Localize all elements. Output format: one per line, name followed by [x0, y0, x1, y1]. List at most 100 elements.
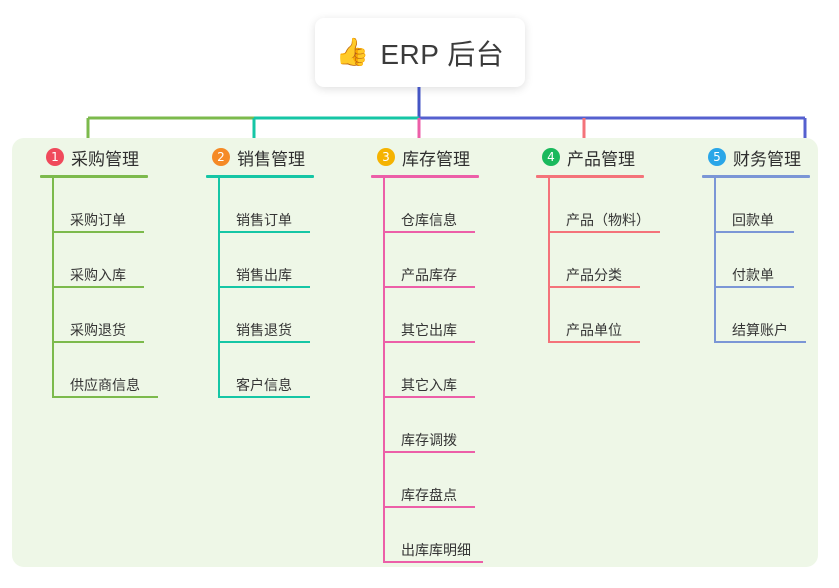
branch-badge-4: 4 [542, 148, 560, 166]
branch-title-3: 库存管理 [402, 149, 470, 169]
leaf-rule [383, 561, 483, 563]
leaf-spine-2 [218, 178, 220, 398]
leaf-label: 客户信息 [236, 377, 292, 393]
leaf-rule [548, 231, 660, 233]
thumbs-up-icon: 👍 [335, 37, 370, 68]
leaf-item[interactable]: 产品分类 [548, 233, 650, 288]
leaf-label: 供应商信息 [70, 377, 140, 393]
leaf-rule [383, 341, 475, 343]
leaf-spine-1 [52, 178, 54, 398]
leaf-list-2: 销售订单销售出库销售退货客户信息 [206, 178, 314, 398]
leaf-item[interactable]: 采购订单 [52, 178, 148, 233]
leaf-spine-3 [383, 178, 385, 563]
leaf-label: 仓库信息 [401, 212, 457, 228]
leaf-item[interactable]: 客户信息 [218, 343, 314, 398]
leaf-item[interactable]: 采购入库 [52, 233, 148, 288]
leaf-label: 其它出库 [401, 322, 457, 338]
leaf-label: 产品（物料） [566, 212, 650, 228]
leaf-label: 出库库明细 [401, 542, 471, 558]
root-node-card[interactable]: 👍 ERP 后台 [315, 18, 525, 87]
leaf-rule [52, 341, 144, 343]
leaf-label: 销售订单 [236, 212, 292, 228]
branch-badge-3: 3 [377, 148, 395, 166]
leaf-item[interactable]: 结算账户 [714, 288, 810, 343]
branch-title-2: 销售管理 [237, 149, 305, 169]
branch-column-1: 1 采购管理采购订单采购入库采购退货供应商信息 [40, 144, 158, 398]
leaf-item[interactable]: 采购退货 [52, 288, 148, 343]
branch-column-5: 5 财务管理回款单付款单结算账户 [702, 144, 810, 343]
branch-rule-5 [702, 175, 810, 178]
leaf-rule [714, 286, 794, 288]
leaf-rule [714, 231, 794, 233]
leaf-rule [218, 231, 310, 233]
root-node-title: ERP 后台 [380, 38, 505, 70]
leaf-label: 采购入库 [70, 267, 126, 283]
leaf-item[interactable]: 销售订单 [218, 178, 314, 233]
leaf-rule [52, 396, 158, 398]
leaf-list-3: 仓库信息产品库存其它出库其它入库库存调拨库存盘点出库库明细 [371, 178, 483, 563]
leaf-label: 采购退货 [70, 322, 126, 338]
leaf-rule [383, 231, 475, 233]
leaf-item[interactable]: 销售出库 [218, 233, 314, 288]
leaf-label: 销售出库 [236, 267, 292, 283]
branch-rule-1 [40, 175, 148, 178]
branch-column-3: 3 库存管理仓库信息产品库存其它出库其它入库库存调拨库存盘点出库库明细 [371, 144, 483, 563]
leaf-item[interactable]: 库存调拨 [383, 398, 479, 453]
leaf-item[interactable]: 销售退货 [218, 288, 314, 343]
branch-header-2[interactable]: 2 销售管理 [206, 144, 314, 170]
leaf-item[interactable]: 其它入库 [383, 343, 479, 398]
leaf-rule [218, 286, 310, 288]
leaf-label: 付款单 [732, 267, 774, 283]
branch-title-1: 采购管理 [71, 149, 139, 169]
branch-header-1[interactable]: 1 采购管理 [40, 144, 148, 170]
leaf-label: 库存调拨 [401, 432, 457, 448]
leaf-rule [383, 286, 475, 288]
leaf-label: 销售退货 [236, 322, 292, 338]
branch-header-5[interactable]: 5 财务管理 [702, 144, 810, 170]
branch-title-5: 财务管理 [733, 149, 801, 169]
leaf-item[interactable]: 库存盘点 [383, 453, 479, 508]
leaf-label: 结算账户 [732, 322, 788, 338]
leaf-list-1: 采购订单采购入库采购退货供应商信息 [40, 178, 158, 398]
leaf-label: 回款单 [732, 212, 774, 228]
leaf-list-5: 回款单付款单结算账户 [702, 178, 810, 343]
leaf-spine-5 [714, 178, 716, 343]
leaf-item[interactable]: 仓库信息 [383, 178, 479, 233]
leaf-item[interactable]: 产品（物料） [548, 178, 660, 233]
leaf-item[interactable]: 出库库明细 [383, 508, 483, 563]
leaf-item[interactable]: 付款单 [714, 233, 810, 288]
branch-column-2: 2 销售管理销售订单销售出库销售退货客户信息 [206, 144, 314, 398]
leaf-rule [548, 341, 640, 343]
branch-badge-2: 2 [212, 148, 230, 166]
leaf-rule [52, 231, 144, 233]
branch-rule-4 [536, 175, 644, 178]
branch-badge-5: 5 [708, 148, 726, 166]
branch-rule-3 [371, 175, 479, 178]
leaf-rule [714, 341, 806, 343]
leaf-item[interactable]: 供应商信息 [52, 343, 158, 398]
leaf-list-4: 产品（物料） 产品分类产品单位 [536, 178, 660, 343]
leaf-item[interactable]: 产品单位 [548, 288, 650, 343]
leaf-rule [52, 286, 144, 288]
leaf-label: 产品库存 [401, 267, 457, 283]
leaf-rule [383, 506, 475, 508]
branch-badge-1: 1 [46, 148, 64, 166]
leaf-rule [383, 396, 475, 398]
leaf-item[interactable]: 其它出库 [383, 288, 479, 343]
leaf-label: 产品分类 [566, 267, 622, 283]
branch-header-3[interactable]: 3 库存管理 [371, 144, 479, 170]
branch-column-4: 4 产品管理产品（物料） 产品分类产品单位 [536, 144, 660, 343]
branch-header-4[interactable]: 4 产品管理 [536, 144, 650, 170]
leaf-item[interactable]: 回款单 [714, 178, 810, 233]
leaf-spine-4 [548, 178, 550, 343]
branch-rule-2 [206, 175, 314, 178]
leaf-rule [548, 286, 640, 288]
leaf-label: 其它入库 [401, 377, 457, 393]
leaf-label: 库存盘点 [401, 487, 457, 503]
leaf-item[interactable]: 产品库存 [383, 233, 479, 288]
branches-panel [12, 138, 818, 567]
leaf-rule [383, 451, 475, 453]
branch-title-4: 产品管理 [567, 149, 635, 169]
leaf-rule [218, 341, 310, 343]
leaf-label: 采购订单 [70, 212, 126, 228]
